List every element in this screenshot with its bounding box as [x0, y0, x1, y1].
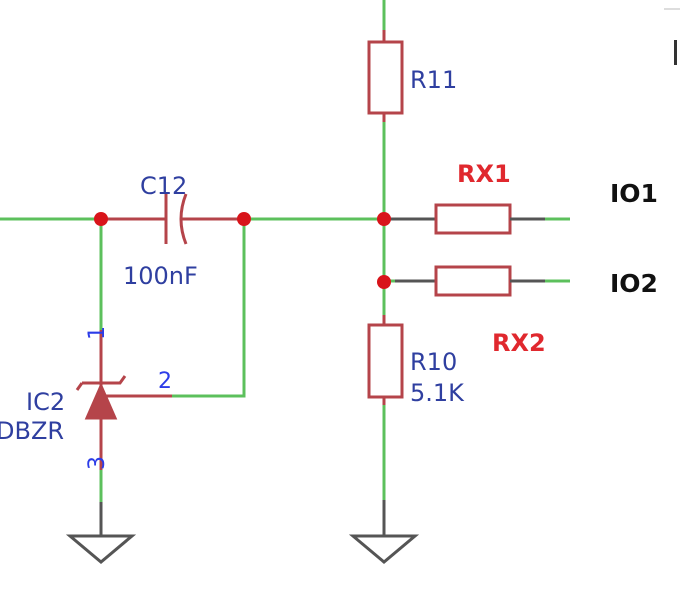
junction-dot-c12-right	[237, 212, 251, 226]
pin-number-2: 2	[158, 369, 172, 394]
label-rx1: RX1	[457, 160, 511, 188]
label-c12-value: 100nF	[123, 262, 198, 290]
net-label-io2: IO2	[610, 269, 658, 298]
edge-artifact	[664, 8, 680, 65]
label-r10-value: 5.1K	[410, 379, 465, 407]
pin-number-3: 3	[85, 456, 110, 470]
resistor-rx2	[395, 265, 545, 297]
resistor-r10	[367, 315, 404, 405]
pin-number-1: 1	[85, 326, 110, 340]
junction-dot-io2-node	[377, 275, 391, 289]
junction-dot-main-node	[377, 212, 391, 226]
label-ic2-part: DBZR	[0, 417, 64, 445]
label-r10: R10	[410, 348, 457, 376]
label-rx2: RX2	[492, 329, 546, 357]
io-wires	[545, 217, 570, 283]
junction-dot-left	[94, 212, 108, 226]
resistor-r11	[367, 30, 404, 122]
label-ic2: IC2	[26, 388, 65, 416]
resistor-rx1	[384, 203, 545, 235]
ground-symbol-left	[65, 502, 137, 564]
capacitor-c12	[101, 193, 244, 245]
ground-symbol-right	[348, 500, 420, 564]
net-label-io1: IO1	[610, 179, 658, 208]
grounds	[65, 500, 420, 564]
regulator-ic2	[75, 330, 172, 470]
label-r11: R11	[410, 66, 457, 94]
junctions	[94, 212, 391, 289]
label-c12: C12	[140, 172, 187, 200]
components	[75, 30, 545, 470]
